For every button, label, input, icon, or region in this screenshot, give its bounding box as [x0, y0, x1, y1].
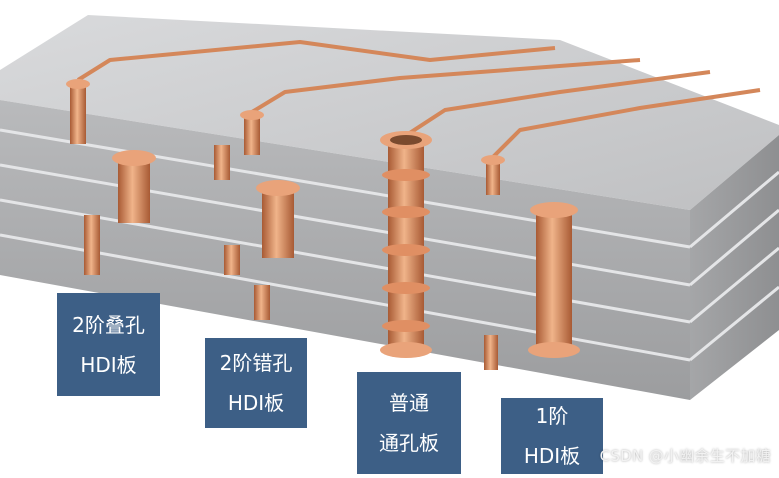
via-first-order: [481, 155, 580, 370]
label-first-line1: 1阶: [535, 404, 569, 428]
label-first-line2: HDI板: [523, 444, 581, 468]
copper-traces: [76, 40, 761, 160]
label-through-line2: 通孔板: [379, 431, 439, 455]
label-first-order-hdi: 1阶 HDI板: [501, 398, 603, 474]
via-staggered-group: [214, 110, 300, 320]
label-stacked-line2: HDI板: [80, 352, 137, 377]
label-through-line1: 普通: [389, 391, 429, 415]
label-stacked-via-hdi: 2阶叠孔 HDI板: [57, 293, 160, 396]
label-staggered-line1: 2阶错孔: [219, 351, 293, 375]
label-staggered-via-hdi: 2阶错孔 HDI板: [205, 338, 307, 428]
label-stacked-line1: 2阶叠孔: [72, 312, 145, 337]
label-through-hole-board: 普通 通孔板: [357, 372, 461, 474]
board-layer-lines: [0, 128, 779, 362]
via-through-hole: [380, 131, 432, 358]
board-front-face: [0, 100, 690, 400]
watermark: CSDN @小幽余生不加糖: [599, 447, 771, 465]
via-stacked-group: [66, 79, 156, 275]
board-right-face: [690, 135, 779, 400]
label-staggered-line2: HDI板: [227, 391, 285, 415]
